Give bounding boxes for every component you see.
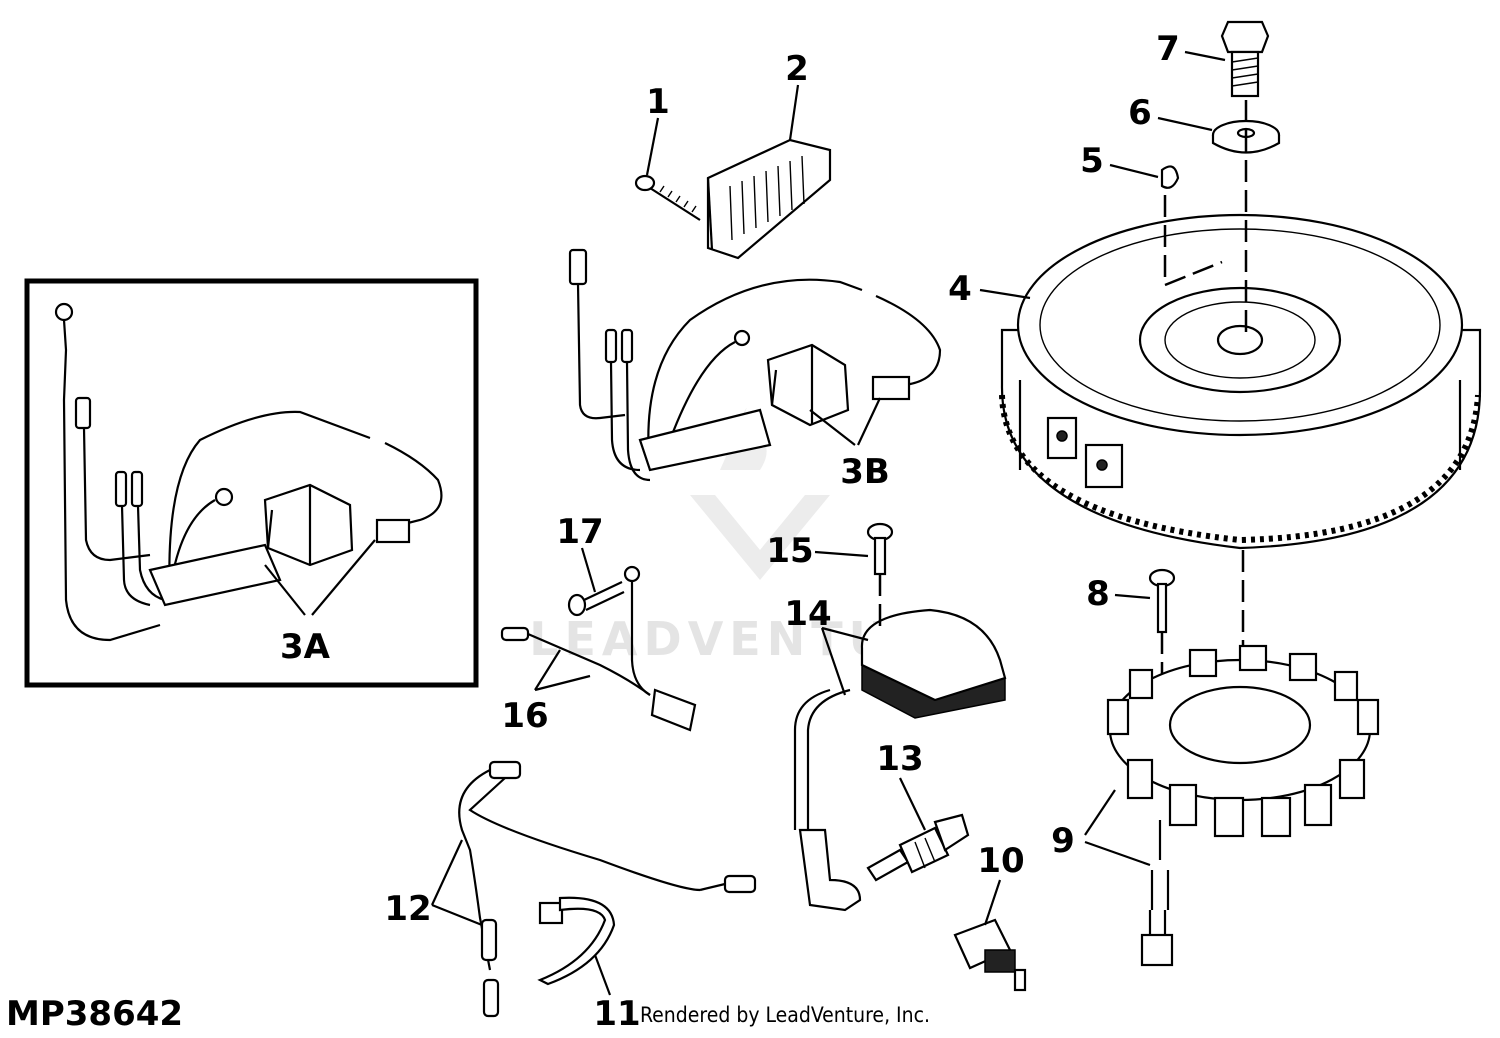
- callout-8: 8: [1086, 574, 1110, 614]
- part-9-stator: 9: [1051, 644, 1380, 967]
- callout-3a-label: 3A: [280, 627, 331, 667]
- callout-17: 17: [556, 512, 603, 552]
- part-14-ignition-module: 14: [784, 594, 1007, 912]
- callout-9: 9: [1051, 821, 1075, 861]
- wiring-harness-3b: 3B: [568, 248, 942, 492]
- part-12-wire-lead: 12: [384, 760, 757, 1018]
- callout-13: 13: [876, 739, 923, 779]
- figure-id: MP38642: [6, 994, 183, 1034]
- callout-10: 10: [977, 841, 1024, 881]
- callout-11: 11: [593, 994, 640, 1034]
- callout-6: 6: [1128, 93, 1152, 133]
- callout-14: 14: [784, 594, 831, 634]
- wiring-harness-3a: [54, 302, 443, 642]
- callout-4: 4: [948, 269, 972, 309]
- part-11-tie-strap: 11: [537, 896, 641, 1034]
- part-13-spark-plug: 13: [866, 739, 970, 882]
- callout-2: 2: [785, 49, 809, 89]
- callout-12: 12: [384, 889, 431, 929]
- part-1-screw: 1: [634, 82, 701, 221]
- callout-7: 7: [1156, 29, 1180, 69]
- callout-3b: 3B: [840, 452, 890, 492]
- part-10-switch: 10: [953, 841, 1027, 992]
- part-6-washer: 6: [1128, 93, 1281, 154]
- callout-15: 15: [766, 531, 813, 571]
- inset-box-3a: [24, 278, 479, 688]
- callout-1: 1: [646, 82, 670, 122]
- part-2-voltage-regulator: 2: [706, 49, 832, 260]
- part-7-bolt: 7: [1156, 20, 1270, 98]
- callout-16: 16: [501, 696, 548, 736]
- credit-text: Rendered by LeadVenture, Inc.: [640, 1003, 930, 1027]
- callout-3a: 3A: [264, 539, 376, 667]
- part-16-ground-lead: 16: [500, 565, 697, 736]
- callout-5: 5: [1080, 141, 1104, 181]
- part-4-flywheel: 4: [948, 213, 1482, 550]
- part-5-key: 5: [1080, 141, 1223, 287]
- part-15-screw: 15: [766, 522, 894, 630]
- part-17-screw: 17: [556, 512, 625, 617]
